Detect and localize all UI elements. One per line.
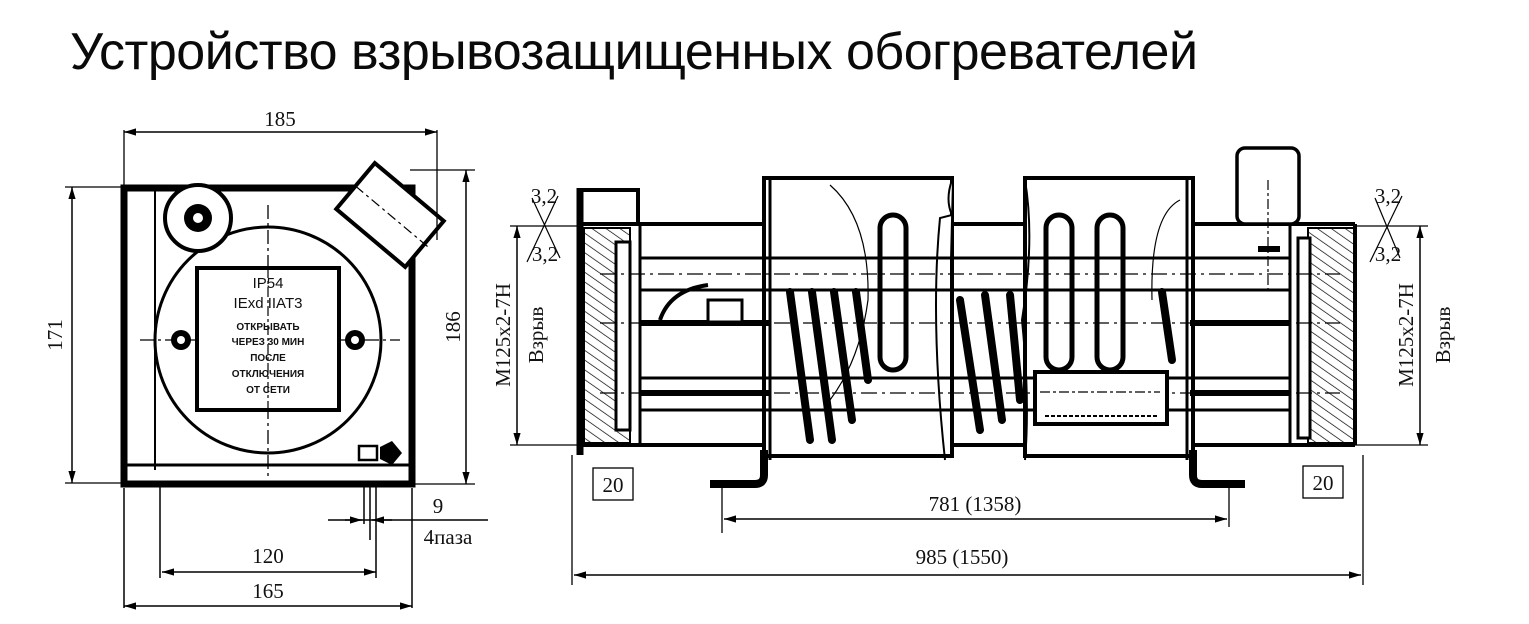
nameplate-warning-5: ОТ СЕТИ: [246, 385, 290, 396]
nameplate-warning-2: ЧЕРЕЗ 30 МИН: [232, 337, 305, 348]
dim-left-flange-20: 20: [603, 473, 624, 497]
dim-hole-9: 9: [433, 494, 444, 518]
housing-outline: [120, 184, 416, 488]
nameplate-ip-rating: IP54: [253, 275, 284, 292]
dim-mount-spacing: 781 (1358): [929, 492, 1022, 516]
ground-terminal-icon: [357, 444, 379, 462]
dim-right-flange-20: 20: [1313, 471, 1334, 495]
dim-height-186: 186: [441, 311, 465, 343]
dim-outer-165: 165: [252, 579, 284, 603]
side-view: 3,2 3,2 М125х2-7Н Взрыв 3,2 3,2 М125х2-7…: [491, 146, 1455, 585]
roughness-bottom-left: 3,2: [532, 242, 558, 266]
nameplate-warning-4: ОТКЛЮЧЕНИЯ: [232, 369, 304, 380]
right-thread-note: Взрыв: [1431, 307, 1455, 364]
page-title: Устройство взрывозащищенных обогревателе…: [70, 23, 1198, 81]
nameplate-warning-1: ОТКРЫВАТЬ: [236, 322, 299, 333]
left-thread-note: Взрыв: [524, 307, 548, 364]
roughness-top-right: 3,2: [1375, 184, 1401, 208]
dim-height-171: 171: [43, 319, 67, 351]
roughness-bottom-right: 3,2: [1375, 242, 1401, 266]
cover-circle: [153, 225, 383, 455]
nameplate-ex-marking: IExd IIAT3: [234, 295, 303, 312]
nameplate-warning-3: ПОСЛЕ: [250, 353, 286, 364]
dim-hole-count: 4паза: [424, 525, 473, 549]
dim-overall-length: 985 (1550): [916, 545, 1009, 569]
roughness-top-left: 3,2: [531, 184, 557, 208]
right-flange-hatch: [1307, 227, 1355, 444]
front-view: IP54 IExd IIAT3 ОТКРЫВАТЬ ЧЕРЕЗ 30 МИН П…: [43, 107, 488, 610]
dim-left-thread: М125х2-7Н: [491, 283, 515, 387]
dim-width-185: 185: [264, 107, 296, 131]
dim-right-thread: М125х2-7Н: [1394, 283, 1418, 387]
dim-inner-120: 120: [252, 544, 284, 568]
